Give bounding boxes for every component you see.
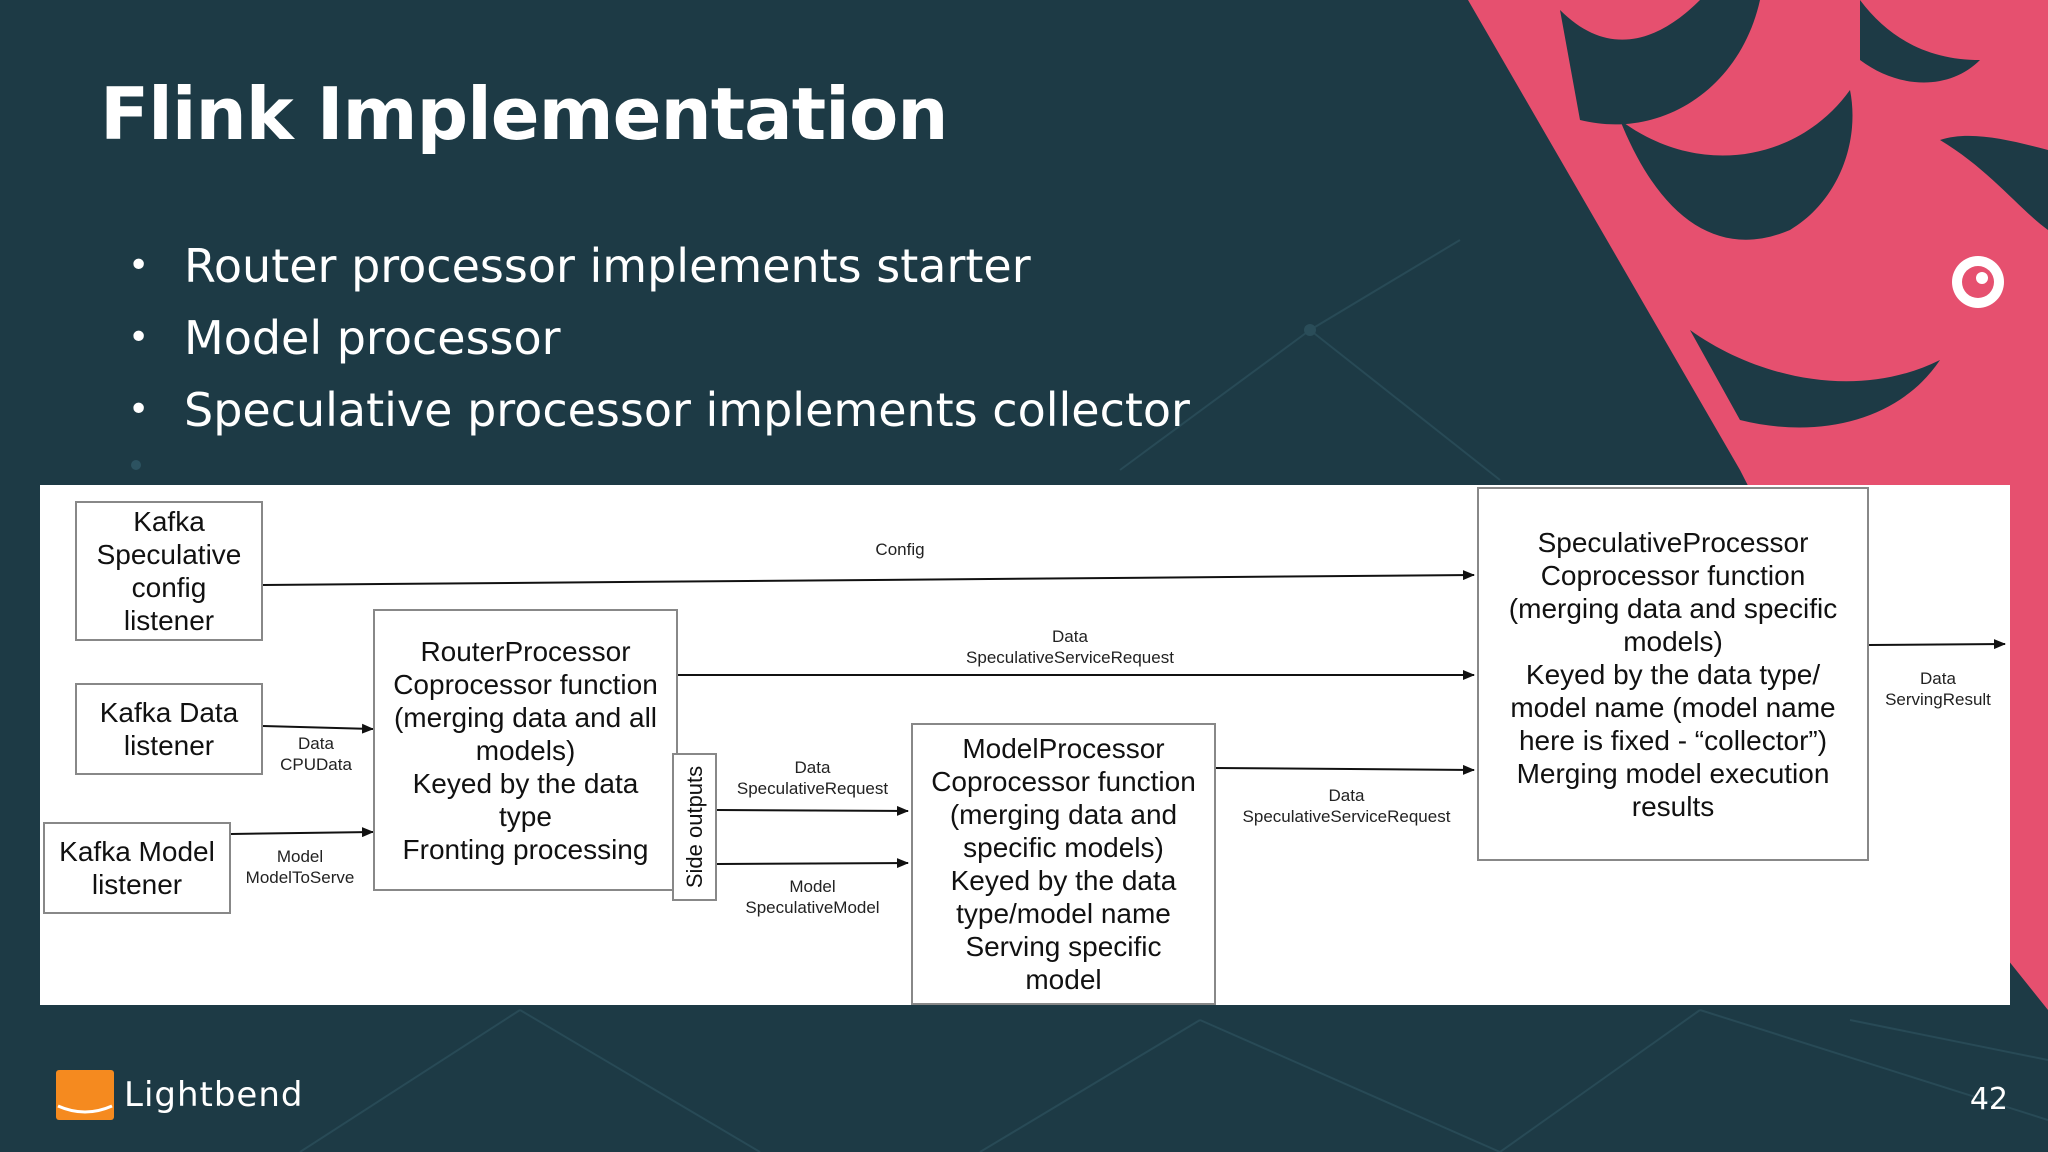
label-model-to-serve: Model ModelToServe — [245, 847, 355, 887]
label-serving-result: Data ServingResult — [1885, 669, 1991, 709]
router-processor-box: RouterProcessor Coprocessor function (me… — [373, 609, 678, 891]
arrow-data-cpudata — [262, 723, 374, 734]
kafka-speculative-config-listener-box: Kafka Speculative config listener — [75, 501, 263, 641]
arrow-spec-model — [716, 858, 909, 869]
side-outputs-label: Side outputs — [681, 765, 707, 889]
arrow-spec-request — [716, 805, 909, 816]
diagram-arrows — [230, 570, 2006, 869]
arrow-spec-service-request-mid — [1214, 764, 1475, 775]
speculative-processor-box: SpeculativeProcessor Coprocessor functio… — [1477, 487, 1869, 861]
kafka-data-listener-box: Kafka Data listener — [75, 683, 263, 775]
label-spec-request: Data SpeculativeRequest — [736, 758, 889, 798]
page-number: 42 — [1969, 1082, 2008, 1117]
label-spec-service-request-mid: Data SpeculativeServiceRequest — [1242, 786, 1451, 826]
flow-diagram: Kafka Speculative config listener Kafka … — [40, 485, 2010, 1005]
side-outputs-box: Side outputs — [672, 753, 717, 901]
arrow-config — [262, 570, 1475, 586]
empty-bullet-marker — [131, 460, 141, 470]
kafka-model-listener-box: Kafka Model listener — [43, 822, 231, 914]
slide-title: Flink Implementation — [100, 72, 949, 156]
logo-text: Lightbend — [124, 1075, 304, 1115]
label-spec-model: Model SpeculativeModel — [745, 877, 880, 917]
bullet-item: Speculative processor implements collect… — [128, 374, 1190, 446]
network-pattern — [299, 239, 2048, 1152]
lightbend-logo-icon — [56, 1070, 114, 1120]
label-config: Config — [875, 540, 925, 559]
arrow-model-to-serve — [230, 827, 374, 838]
bullet-list: Router processor implements starter Mode… — [128, 230, 1190, 446]
label-spec-service-request-top: Data SpeculativeServiceRequest — [966, 627, 1174, 667]
bullet-item: Router processor implements starter — [128, 230, 1190, 302]
model-processor-box: ModelProcessor Coprocessor function (mer… — [911, 723, 1216, 1005]
arrow-serving-result — [1868, 639, 2006, 650]
lightbend-logo: Lightbend — [56, 1070, 303, 1120]
bullet-item: Model processor — [128, 302, 1190, 374]
label-data-cpudata: Data CPUData — [280, 734, 352, 774]
